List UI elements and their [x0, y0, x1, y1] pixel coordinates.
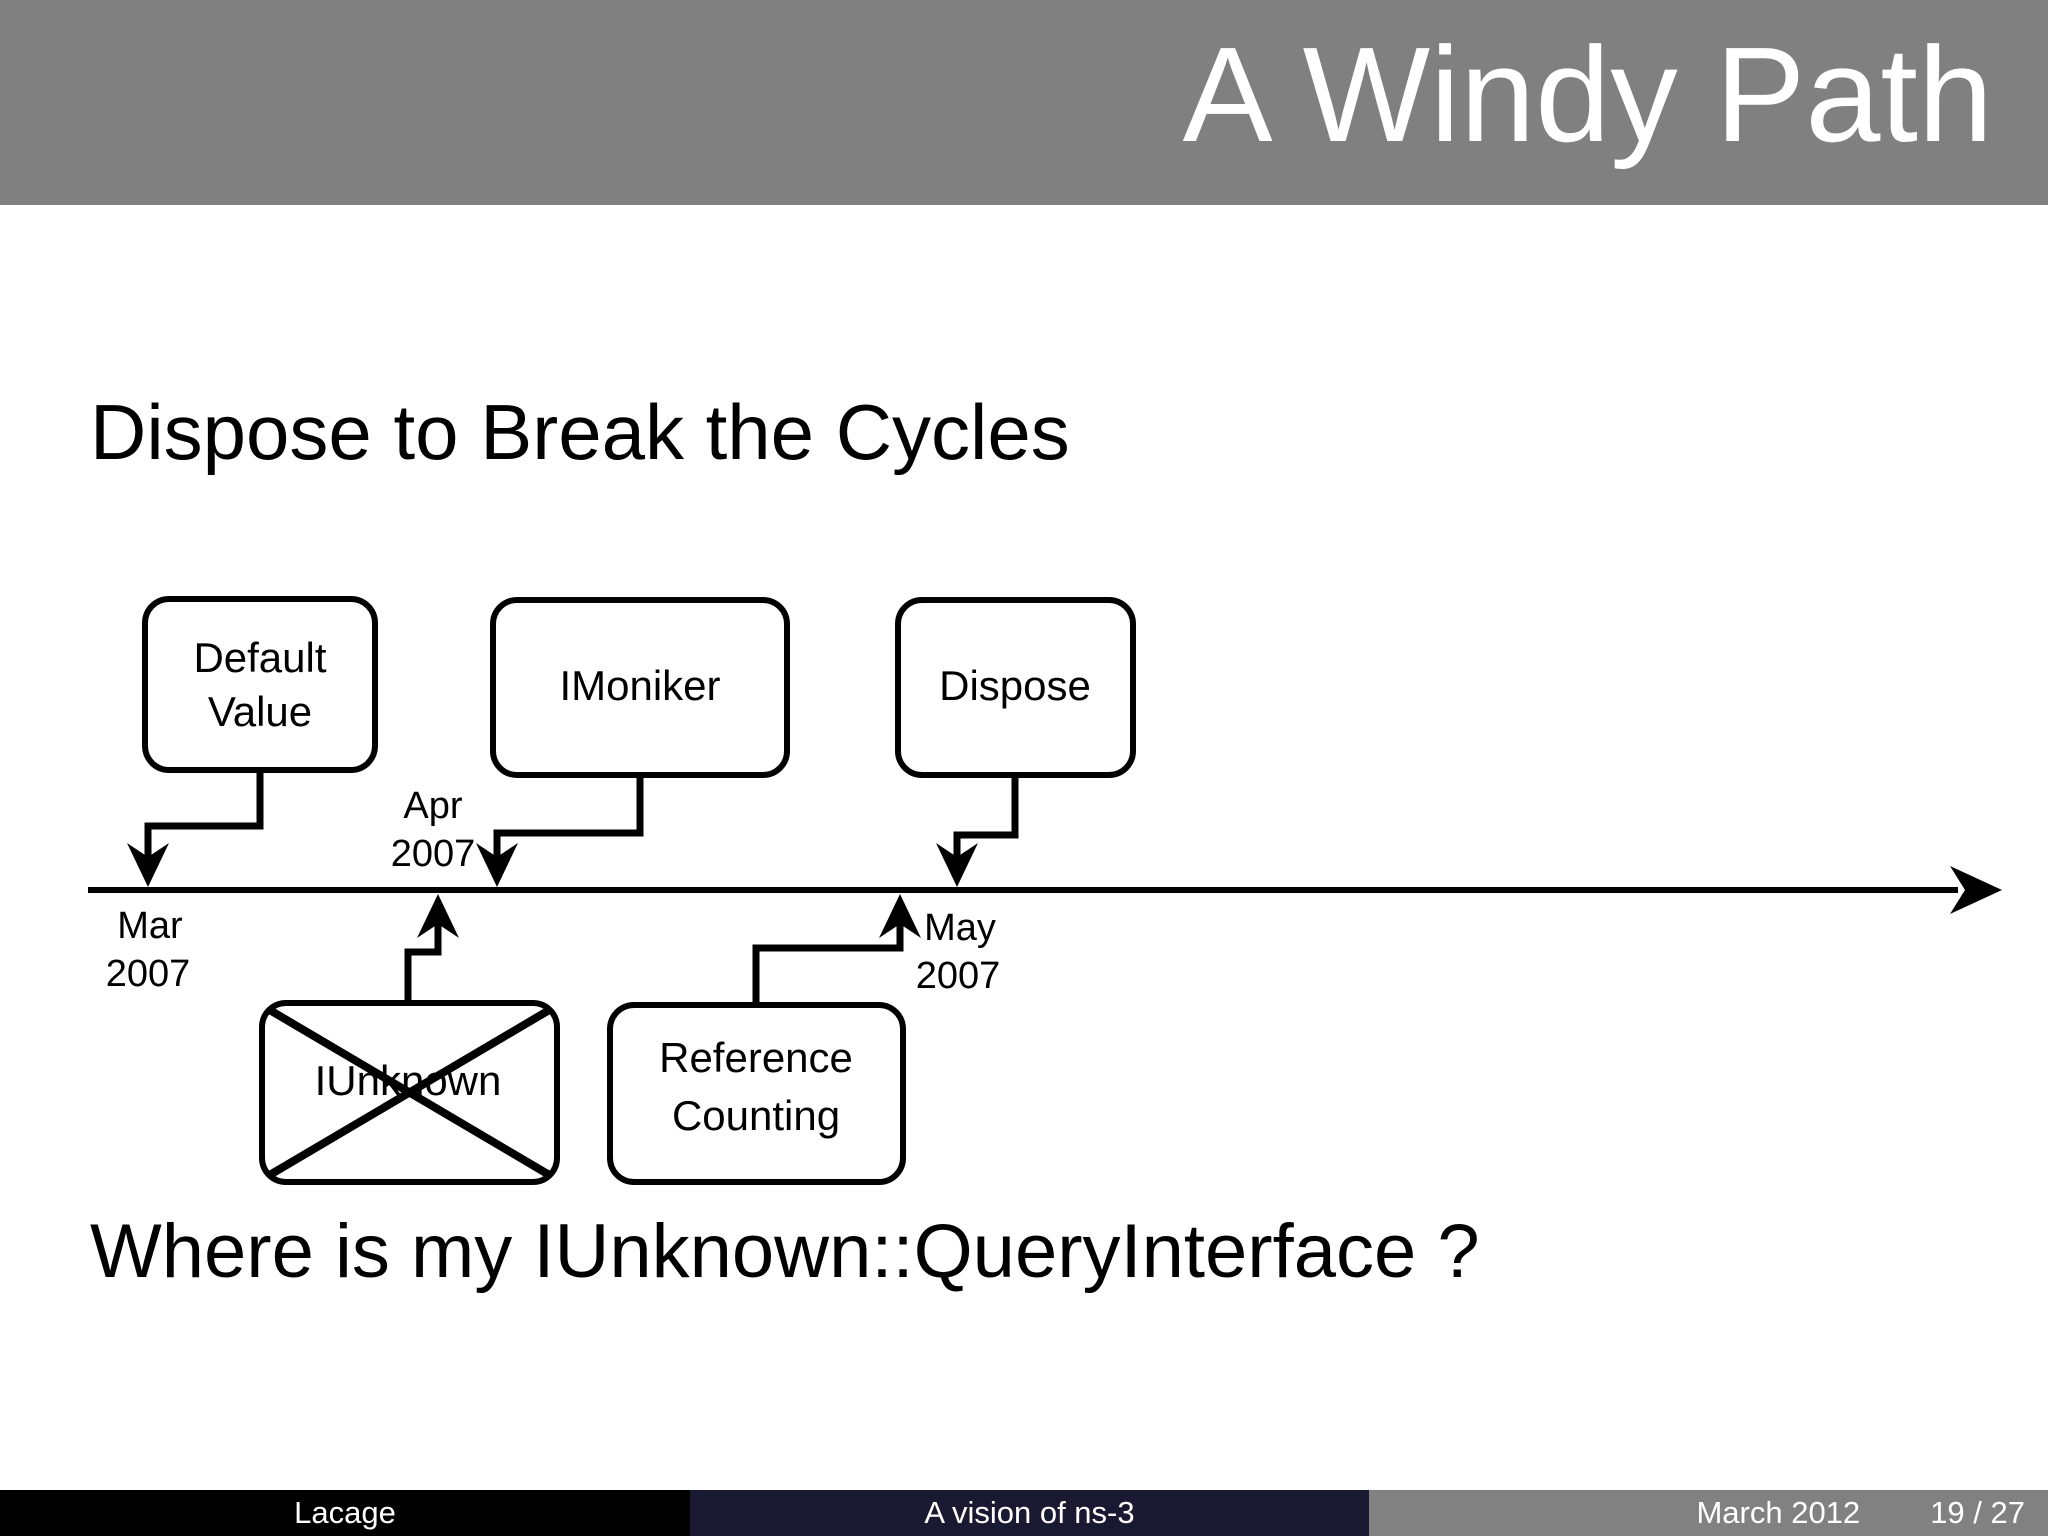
connector-reference-counting [752, 920, 904, 1005]
section-heading: Dispose to Break the Cycles [90, 388, 1070, 476]
date-apr-year: 2007 [391, 833, 476, 875]
footer-subtitle: A vision of ns-3 [690, 1490, 1369, 1536]
box-default-value-label-line1: Default [193, 634, 326, 681]
footer-page-number: 19 / 27 [1930, 1495, 2025, 1530]
date-may-year: 2007 [916, 955, 1001, 997]
arrowhead-up-iunknown [417, 894, 459, 938]
box-default-value [142, 596, 378, 773]
slide-title: A Windy Path [1182, 19, 1993, 170]
connector-dispose [953, 775, 1019, 862]
date-mar-month: Mar [117, 905, 183, 947]
box-dispose [895, 597, 1136, 778]
title-banner: A Windy Path [0, 0, 2048, 205]
footer-author: Lacage [0, 1490, 690, 1536]
box-iunknown-label: IUnknown [315, 1057, 502, 1104]
box-reference-counting-label-line1: Reference [659, 1034, 853, 1081]
box-imoniker [490, 597, 790, 778]
footer-date: March 2012 [1696, 1495, 1861, 1530]
box-dispose-label: Dispose [939, 662, 1091, 709]
timeline-diagram: Default Value IMoniker Dispose IUnknown … [88, 596, 2002, 1185]
timeline-axis-arrowhead [1950, 866, 2002, 914]
footer-right-section: March 2012 19 / 27 [1369, 1490, 2048, 1536]
connector-default-value [144, 770, 264, 862]
arrowhead-down-imoniker [476, 843, 518, 887]
date-apr-month: Apr [403, 785, 462, 827]
date-may-month: May [924, 907, 996, 949]
connector-imoniker [493, 775, 644, 862]
arrowhead-up-reference-counting [879, 894, 921, 938]
box-reference-counting-label-line2: Counting [672, 1092, 840, 1139]
box-default-value-label-line2: Value [208, 688, 312, 735]
arrowhead-down-dispose [936, 843, 978, 887]
footer-bar: Lacage A vision of ns-3 March 2012 19 / … [0, 1490, 2048, 1536]
box-imoniker-label: IMoniker [559, 662, 720, 709]
date-mar-year: 2007 [106, 953, 191, 995]
box-reference-counting [607, 1002, 906, 1185]
arrowhead-down-default-value [127, 843, 169, 887]
connector-iunknown [404, 920, 442, 1003]
box-iunknown-cross-line-2 [265, 1005, 554, 1180]
question-text: Where is my IUnknown::QueryInterface ? [90, 1209, 1480, 1294]
